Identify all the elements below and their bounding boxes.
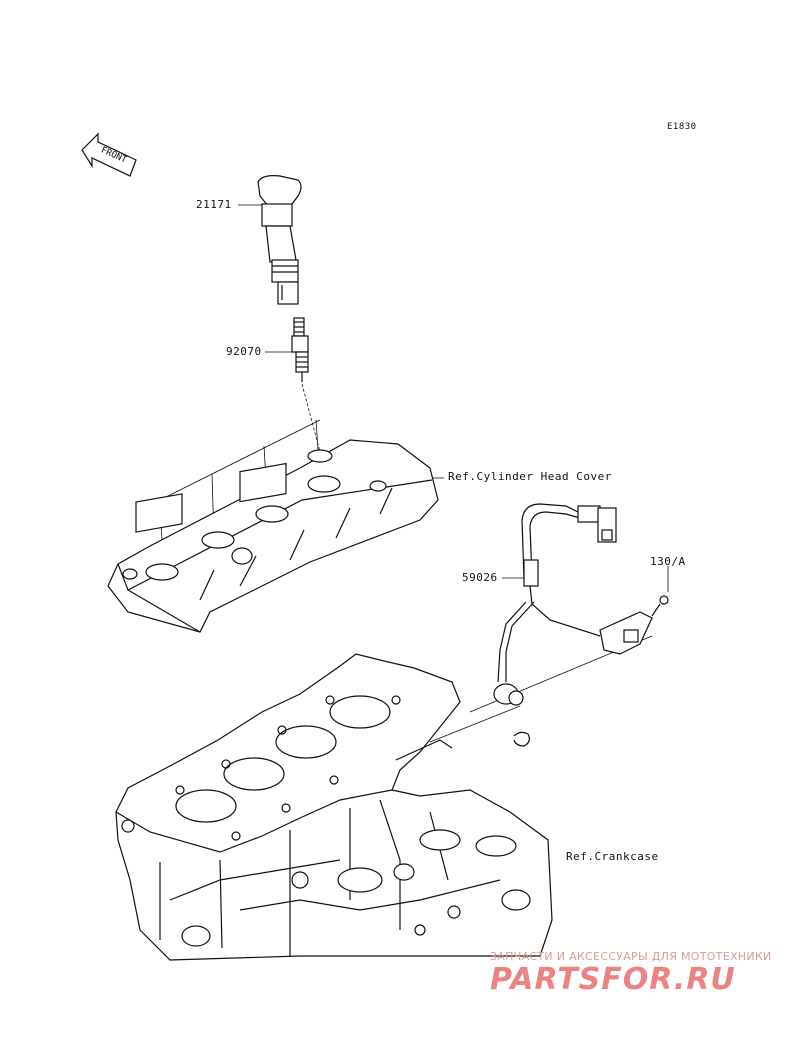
watermark-brand: PARTSFOR.RU <box>490 962 736 997</box>
guide-lines <box>159 204 669 743</box>
ref-label-head-cover: Ref.Cylinder Head Cover <box>448 470 612 483</box>
crank-sensor-drawing <box>493 503 669 747</box>
part-label-ignition-coil[interactable]: 21171 <box>196 198 232 211</box>
part-label-bolt[interactable]: 130/A <box>650 555 686 568</box>
front-arrow-icon: FRONT <box>81 132 137 177</box>
part-label-spark-plug[interactable]: 92070 <box>226 345 262 358</box>
watermark-tagline: ЗАПЧАСТИ И АКСЕССУАРЫ ДЛЯ МОТОТЕХНИКИ <box>490 950 772 963</box>
part-label-crank-sensor[interactable]: 59026 <box>462 571 498 584</box>
ignition-coil-drawing <box>257 175 302 305</box>
cylinder-head-cover-drawing <box>107 439 439 633</box>
diagram-code: E1830 <box>667 122 697 132</box>
crankcase-drawing <box>115 653 553 961</box>
spark-plug-drawing <box>291 317 309 382</box>
ref-label-crankcase: Ref.Crankcase <box>566 850 659 863</box>
